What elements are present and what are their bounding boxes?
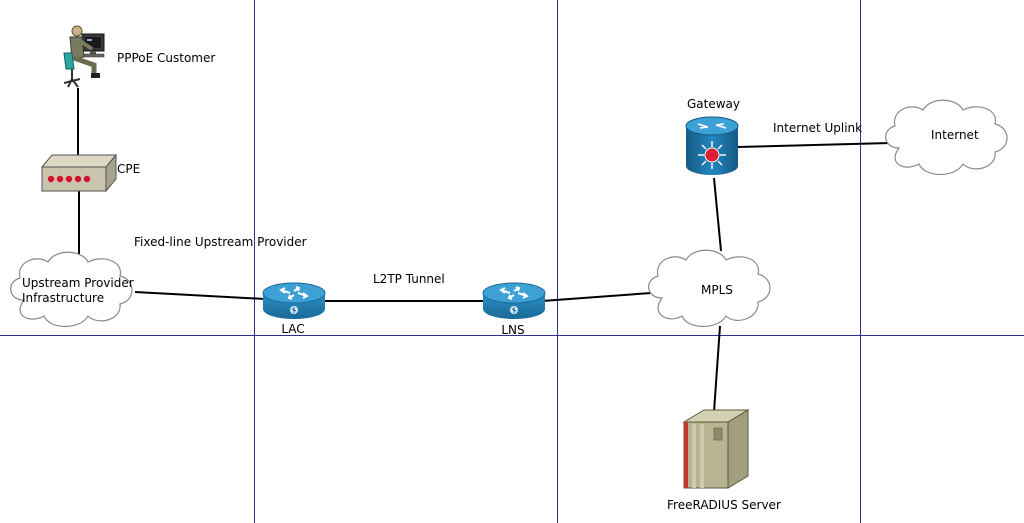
link-mpls-gateway (713, 177, 722, 252)
user-workstation-icon (63, 25, 105, 88)
fixed-line-link-label: Fixed-line Upstream Provider (134, 235, 307, 249)
internet-label: Internet (931, 128, 979, 142)
cloud-icon (648, 249, 771, 328)
cloud-icon (10, 251, 133, 328)
upstream-label-line2: Infrastructure (22, 291, 105, 305)
pppoe-customer-label: PPPoE Customer (117, 51, 216, 65)
link-upstream-lac (134, 291, 266, 300)
link-lns-mpls (541, 292, 652, 302)
server-icon (682, 409, 750, 489)
freeradius-label: FreeRADIUS Server (667, 498, 781, 512)
link-gateway-internet (736, 142, 891, 148)
router-icon (482, 282, 546, 319)
lns-label: LNS (501, 323, 525, 337)
cloud-icon (885, 99, 1008, 176)
upstream-label-line1: Upstream Provider (22, 276, 134, 290)
gateway-label: Gateway (687, 97, 741, 111)
links (77, 88, 891, 413)
l2tp-link-label: L2TP Tunnel (373, 272, 445, 286)
mpls-label: MPLS (701, 283, 733, 297)
modem-icon (40, 153, 118, 193)
lac-label: LAC (281, 322, 305, 336)
link-mpls-radius (713, 325, 721, 413)
router-icon (262, 282, 326, 319)
layer3-switch-icon (685, 116, 739, 175)
cpe-label: CPE (117, 162, 141, 176)
internet-uplink-label: Internet Uplink (773, 121, 863, 135)
